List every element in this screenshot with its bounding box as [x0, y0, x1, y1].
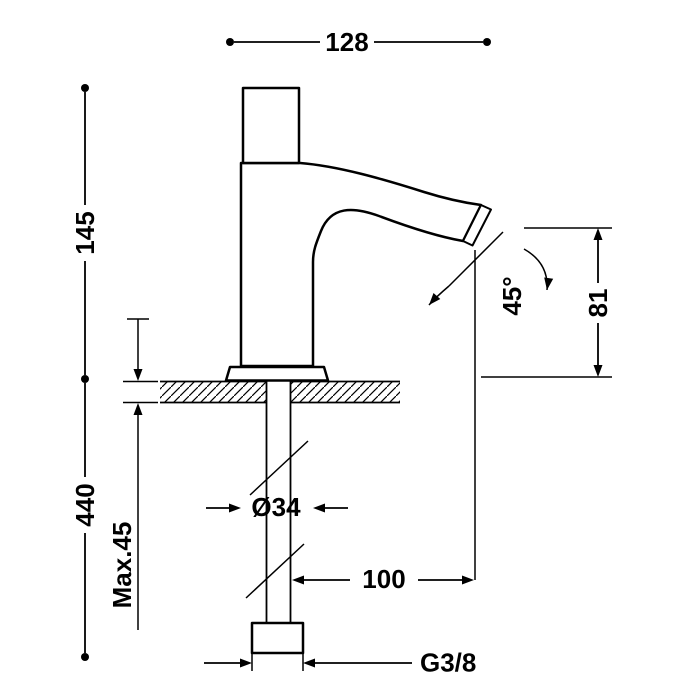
faucet-base-flange — [224, 365, 330, 382]
dim-d34-arrow-left — [313, 503, 325, 513]
dim-label-440: 440 — [70, 483, 100, 526]
dim-100-arrow-left — [292, 575, 304, 585]
dim-max45-arrow-down — [133, 369, 143, 381]
dim-100-arrow-right — [462, 575, 474, 585]
dimension-81: 81 — [481, 227, 613, 378]
dim-g38-arrow-right — [240, 658, 252, 668]
dim-145-end-dot-bottom — [81, 375, 89, 383]
dimension-128: 128 — [226, 27, 491, 57]
dim-label-81: 81 — [583, 289, 613, 318]
angle-arrow-lower — [429, 293, 441, 305]
dim-81-arrow-down — [593, 365, 603, 377]
dimension-440: 440 — [70, 383, 100, 661]
dim-label-d34: Ø34 — [251, 492, 301, 522]
pipe-break-mark-lower — [245, 543, 305, 599]
dim-label-max45: Max.45 — [107, 522, 137, 609]
faucet-body-spout — [239, 161, 483, 368]
stream-direction-line — [448, 231, 504, 287]
dim-440-end-dot-bottom — [81, 653, 89, 661]
faucet-outline — [224, 86, 492, 382]
dimension-g38: G3/8 — [204, 648, 476, 678]
dim-g38-arrow-left — [303, 658, 315, 668]
dim-145-end-dot-top — [81, 84, 89, 92]
dimension-145: 145 — [70, 84, 100, 383]
angle-arrow-upper — [544, 277, 554, 290]
annotation-45deg: 45° — [428, 231, 554, 316]
inlet-nut — [250, 621, 305, 655]
dim-d34-arrow-right — [229, 503, 241, 513]
dim-label-128: 128 — [325, 27, 368, 57]
dimension-100: 100 — [292, 250, 476, 594]
dim-label-100: 100 — [362, 564, 405, 594]
dim-81-arrow-up — [593, 228, 603, 240]
dim-128-end-dot-left — [226, 38, 234, 46]
angle-arc-upper — [523, 248, 548, 291]
faucet-handle — [241, 86, 301, 165]
pipe-break-mark-upper — [249, 440, 309, 496]
spout-aerator-tip — [462, 204, 492, 247]
dimension-d34: Ø34 — [206, 492, 348, 522]
dim-128-end-dot-right — [483, 38, 491, 46]
supply-pipe — [245, 380, 309, 655]
dimension-max45: Max.45 — [107, 318, 158, 630]
dim-label-45deg: 45° — [497, 276, 527, 315]
dim-label-145: 145 — [70, 211, 100, 254]
dim-max45-arrow-up — [133, 403, 143, 415]
dim-label-g38: G3/8 — [420, 648, 476, 678]
